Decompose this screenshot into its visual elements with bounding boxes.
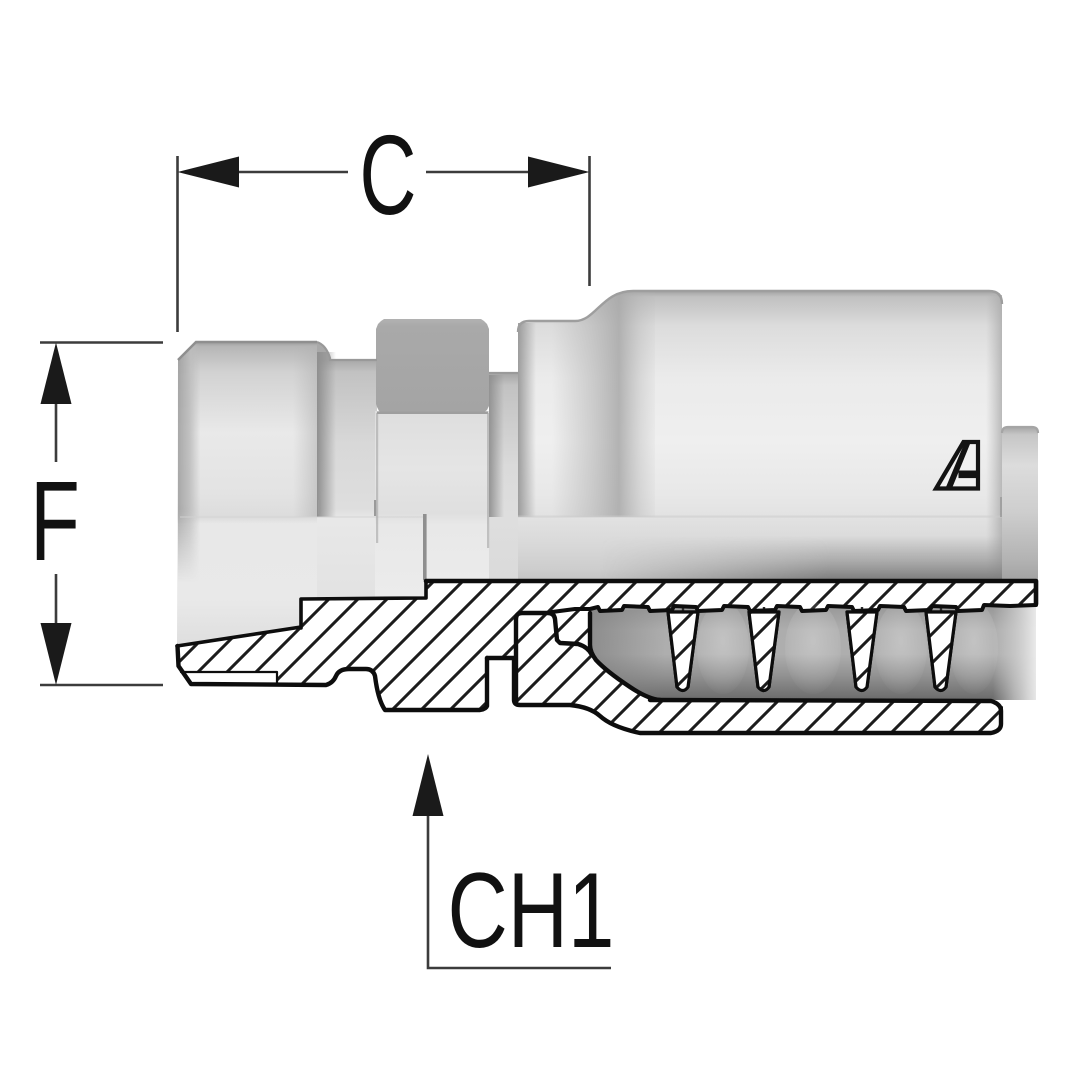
svg-text:CH1: CH1 — [448, 851, 615, 970]
svg-text:F: F — [30, 458, 80, 584]
svg-text:C: C — [359, 112, 416, 238]
